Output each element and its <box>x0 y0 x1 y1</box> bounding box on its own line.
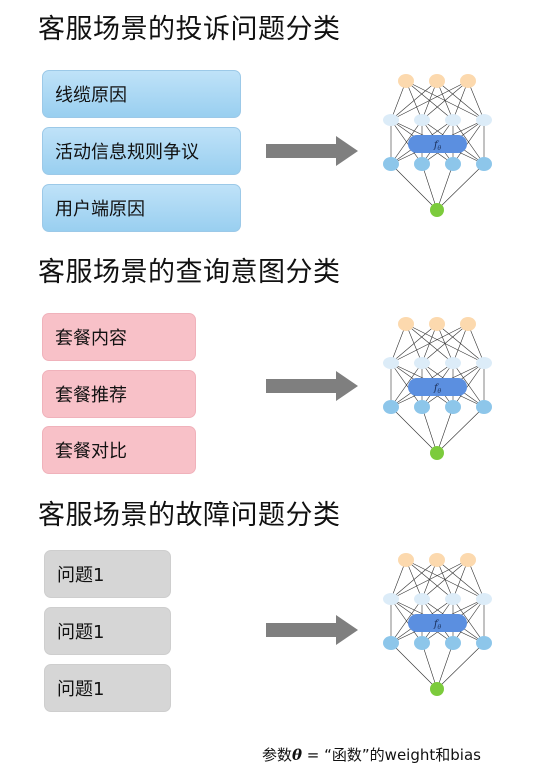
section-title-complaint: 客服场景的投诉问题分类 <box>38 14 341 45</box>
category-box-cable: 线缆原因 <box>42 70 241 118</box>
hidden-function-label: fθ <box>433 619 442 631</box>
hidden-node <box>414 157 430 171</box>
category-box-issue: 问题1 <box>44 607 171 655</box>
input-node <box>460 553 476 567</box>
arrow-right-icon <box>266 136 358 166</box>
hidden-function-label: fθ <box>433 140 442 152</box>
section-title-fault: 客服场景的故障问题分类 <box>38 500 341 531</box>
hidden-node <box>383 400 399 414</box>
output-node <box>430 203 444 217</box>
category-box-plan-compare: 套餐对比 <box>42 426 196 474</box>
hidden-function-label: fθ <box>433 383 442 395</box>
hidden-node <box>476 157 492 171</box>
parameter-footnote: 参数θ = “函数”的weight和bias <box>262 744 481 765</box>
hidden-node <box>414 114 430 126</box>
footnote-theta-symbol: θ <box>292 746 303 764</box>
hidden-node <box>383 636 399 650</box>
hidden-function-block <box>408 378 467 396</box>
input-node <box>460 317 476 331</box>
input-node <box>460 74 476 88</box>
hidden-node <box>414 400 430 414</box>
hidden-node <box>414 357 430 369</box>
category-box-user-side: 用户端原因 <box>42 184 241 232</box>
hidden-node <box>476 636 492 650</box>
section-title-query-intent: 客服场景的查询意图分类 <box>38 257 341 288</box>
hidden-node <box>445 114 461 126</box>
hidden-node <box>383 157 399 171</box>
hidden-node <box>445 636 461 650</box>
neural-network-diagram: fθ <box>383 317 492 460</box>
input-node <box>429 317 445 331</box>
category-box-plan-recommend: 套餐推荐 <box>42 370 196 418</box>
category-box-issue: 问题1 <box>44 550 171 598</box>
hidden-function-block <box>408 135 467 153</box>
hidden-node <box>383 114 399 126</box>
output-node <box>430 446 444 460</box>
hidden-node <box>383 357 399 369</box>
hidden-node <box>445 357 461 369</box>
category-box-plan-content: 套餐内容 <box>42 313 196 361</box>
hidden-node <box>383 593 399 605</box>
category-box-issue: 问题1 <box>44 664 171 712</box>
output-node <box>430 682 444 696</box>
hidden-node <box>476 400 492 414</box>
input-node <box>429 74 445 88</box>
input-node <box>398 553 414 567</box>
network-connections <box>390 323 485 454</box>
hidden-node <box>476 593 492 605</box>
hidden-function-block <box>408 614 467 632</box>
input-node <box>398 74 414 88</box>
hidden-node <box>476 357 492 369</box>
neural-network-diagram: fθ <box>383 553 492 696</box>
category-box-activity-rules: 活动信息规则争议 <box>42 127 241 175</box>
arrow-right-icon <box>266 371 358 401</box>
input-node <box>429 553 445 567</box>
hidden-node <box>445 157 461 171</box>
hidden-node <box>414 636 430 650</box>
hidden-node <box>445 593 461 605</box>
hidden-node <box>476 114 492 126</box>
footnote-definition: = “函数”的weight和bias <box>302 746 481 764</box>
footnote-prefix: 参数 <box>262 746 293 764</box>
hidden-node <box>414 593 430 605</box>
input-node <box>398 317 414 331</box>
arrow-right-icon <box>266 615 358 645</box>
hidden-node <box>445 400 461 414</box>
neural-network-diagram: fθ <box>383 74 492 217</box>
